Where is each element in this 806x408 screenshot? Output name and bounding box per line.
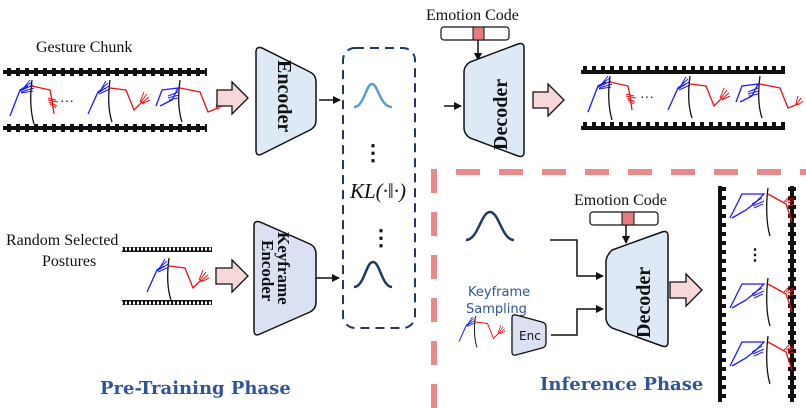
generated-gesture-filmstrip: ···	[581, 66, 804, 130]
output-arrow-icon	[532, 82, 565, 118]
encoder-label: Encoder	[273, 60, 295, 132]
pose-frame	[155, 79, 224, 123]
inference-emotion-code-vector	[589, 211, 659, 226]
emotion-code-active-slot	[472, 26, 485, 41]
decoder-label: Decoder	[490, 79, 512, 150]
inference-decoder-label: Decoder	[633, 267, 655, 338]
input-arrow-icon	[216, 80, 249, 116]
frames-ellipsis: ···	[640, 91, 654, 106]
pose-frame	[9, 79, 59, 125]
random-postures-label-line1: Random Selected	[6, 232, 118, 249]
sampled-keyframe-pose	[458, 315, 506, 348]
encoder-block[interactable]: Encoder	[255, 46, 317, 156]
pose-frame	[729, 335, 795, 385]
keyframe-filmstrip	[122, 247, 212, 305]
gesture-chunk-filmstrip: ···	[3, 68, 224, 132]
random-postures-label-line2: Postures	[42, 253, 96, 270]
inference-output-arrow-icon	[669, 272, 703, 308]
latent-distribution-box: ⋮ KL(·‖·) ⋮	[342, 47, 416, 329]
inference-phase-title: Inference Phase	[540, 374, 703, 395]
film-bottom-edge	[122, 300, 212, 305]
pose-frame	[735, 75, 804, 119]
emotion-code-vector	[440, 26, 510, 41]
kl-divergence-label: KL(·‖·)	[349, 179, 406, 203]
keyframe-encoder-label-line1: Keyframe	[274, 232, 293, 305]
keyframe-sampling-label-line2: Sampling	[466, 302, 527, 317]
emotion-code-label: Emotion Code	[426, 7, 519, 24]
enc-label: Enc	[519, 329, 541, 343]
inference-decoder-block[interactable]: Decoder	[605, 230, 669, 348]
keyframe-encoder-label-line2: Encoder	[258, 240, 277, 302]
emotion-code-active-slot	[621, 211, 635, 226]
keyframe-encoder-block[interactable]: Keyframe Encoder	[253, 220, 317, 336]
film-bottom-edge	[581, 122, 785, 130]
film-top-edge	[581, 66, 785, 74]
gaussian-posterior-icon	[353, 82, 393, 109]
gaussian-prior-icon	[353, 260, 393, 289]
frames-ellipsis: ⋮	[747, 247, 763, 264]
pose-frame	[146, 257, 210, 301]
film-left-edge	[718, 186, 726, 402]
latent-ellipsis-bottom: ⋮	[370, 225, 392, 250]
pose-frame	[87, 79, 151, 123]
decoder-block[interactable]: Decoder	[463, 42, 525, 158]
pretraining-phase-title: Pre-Training Phase	[100, 378, 291, 399]
sample-to-decoder-arrow-icon	[550, 239, 604, 280]
inference-output-filmstrip: ⋮	[718, 186, 796, 402]
inference-region-border	[431, 169, 806, 408]
pose-frame	[587, 75, 637, 121]
small-enc-block[interactable]: Enc	[511, 314, 547, 356]
enc-to-decoder-arrow-icon	[551, 305, 604, 336]
film-right-edge	[788, 186, 796, 402]
film-top-edge	[3, 68, 207, 76]
pose-frame	[729, 277, 795, 327]
keyframe-input-arrow-icon	[215, 258, 249, 294]
pose-frame	[729, 187, 795, 237]
frames-ellipsis: ···	[60, 95, 74, 110]
pose-frame	[667, 75, 731, 119]
film-bottom-edge	[3, 124, 207, 132]
gesture-chunk-label: Gesture Chunk	[36, 39, 132, 56]
latent-ellipsis-top: ⋮	[362, 140, 384, 165]
inference-emotion-code-label: Emotion Code	[574, 192, 667, 209]
gaussian-sampling-icon	[465, 210, 515, 242]
film-top-edge	[122, 247, 212, 252]
keyframe-sampling-label-line1: Keyframe	[468, 285, 530, 300]
